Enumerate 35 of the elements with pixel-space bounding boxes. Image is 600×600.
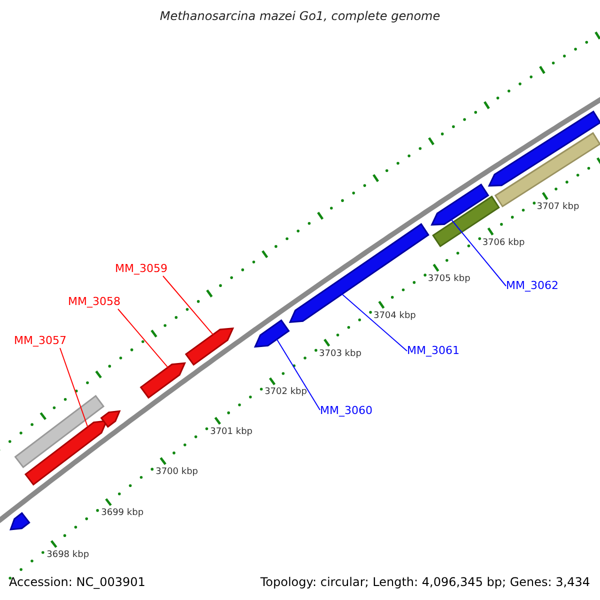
gene-block	[488, 110, 600, 187]
scale-label: 3705 kbp	[428, 275, 470, 284]
scale-label: 3706 kbp	[482, 238, 525, 248]
scale-label: 3703 kbp	[319, 350, 362, 359]
gene-label: MM_3059	[115, 263, 168, 274]
scale-label: 3700 kbp	[156, 468, 198, 477]
leader-line	[118, 308, 168, 368]
gene-label: MM_3062	[506, 280, 558, 291]
scale-label: 3698 kbp	[46, 550, 90, 560]
gene-label: MM_3061	[407, 345, 460, 356]
gene-label: MM_3058	[68, 296, 120, 307]
scale-label: 3701 kbp	[210, 428, 252, 437]
gene-label: MM_3060	[320, 405, 372, 416]
gene-label: MM_3057	[14, 335, 66, 346]
gene-block	[10, 512, 30, 530]
genome-stats-text: Topology: circular; Length: 4,096,345 bp; Genes: 3,434	[260, 576, 590, 588]
title-text: Methanosarcina mazei Go1, complete genome	[158, 10, 442, 22]
gene-block	[430, 183, 490, 226]
gene-block	[254, 319, 290, 348]
accession-text: Accession: NC_003901	[9, 576, 146, 588]
leader-line	[162, 276, 214, 336]
scale-label: 3704 kbp	[373, 312, 416, 321]
gene-block	[140, 362, 186, 399]
leader-line	[276, 338, 320, 410]
scale-label: 3707 kbp	[536, 203, 580, 212]
leader-line	[341, 293, 408, 352]
gene-block	[288, 223, 430, 323]
gene-block	[24, 420, 108, 486]
leader-line	[450, 219, 506, 286]
gene-block	[100, 410, 121, 428]
gene-band	[14, 394, 105, 468]
leader-line	[60, 348, 88, 428]
scale-label: 3699 kbp	[101, 508, 144, 518]
scale-label: 3702 kbp	[264, 388, 307, 398]
gene-block	[184, 328, 234, 366]
